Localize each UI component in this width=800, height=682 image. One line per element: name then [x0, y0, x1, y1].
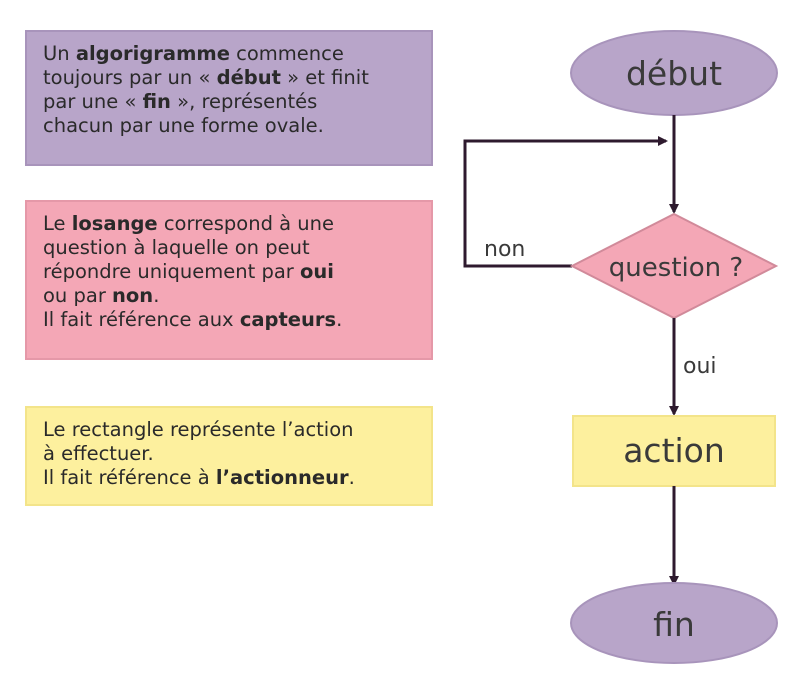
- text-segment: Un: [43, 42, 76, 65]
- text-segment: correspond à une: [157, 212, 335, 235]
- text-segment: à effectuer.: [43, 442, 154, 465]
- text-segment: » et finit: [280, 66, 369, 89]
- text-segment: Il fait référence aux: [43, 308, 240, 331]
- arrow-no-loop: [463, 136, 668, 268]
- bold-term: début: [216, 66, 281, 89]
- text-line: toujours par un « début » et finit: [43, 66, 417, 90]
- bold-term: losange: [71, 212, 158, 235]
- text-segment: commence: [229, 42, 344, 65]
- text-segment: », représentés: [170, 90, 318, 113]
- text-segment: chacun par une forme ovale.: [43, 114, 324, 137]
- bold-term: non: [112, 284, 154, 307]
- no-label: non: [484, 237, 525, 262]
- text-segment: toujours par un «: [43, 66, 217, 89]
- yes-label: oui: [683, 354, 717, 379]
- text-line: Il fait référence à l’actionneur.: [43, 466, 417, 490]
- text-segment: .: [336, 308, 343, 331]
- action-label: action: [623, 431, 725, 470]
- text-segment: répondre uniquement par: [43, 260, 301, 283]
- text-segment: Le rectangle représente l’action: [43, 418, 354, 441]
- text-line: chacun par une forme ovale.: [43, 114, 417, 138]
- text-line: Le losange correspond à une: [43, 212, 417, 236]
- bold-term: fin: [142, 90, 171, 113]
- text-line: ou par non.: [43, 284, 417, 308]
- text-segment: Il fait référence à: [43, 466, 216, 489]
- text-line: à effectuer.: [43, 442, 417, 466]
- text-line: répondre uniquement par oui: [43, 260, 417, 284]
- text-segment: ou par: [43, 284, 113, 307]
- start-label: début: [626, 54, 722, 93]
- end-label: fin: [653, 605, 695, 644]
- action-rectangle: [572, 415, 776, 487]
- text-segment: .: [153, 284, 160, 307]
- text-line: Un algorigramme commence: [43, 42, 417, 66]
- text-segment: par une «: [43, 90, 143, 113]
- bold-term: l’actionneur: [215, 466, 349, 489]
- text-segment: Le: [43, 212, 72, 235]
- text-segment: .: [348, 466, 355, 489]
- question-label: question ?: [609, 253, 743, 283]
- text-line: Il fait référence aux capteurs.: [43, 308, 417, 332]
- text-line: Le rectangle représente l’action: [43, 418, 417, 442]
- text-line: question à laquelle on peut: [43, 236, 417, 260]
- bold-term: capteurs: [239, 308, 337, 331]
- text-segment: question à laquelle on peut: [43, 236, 310, 259]
- bold-term: oui: [300, 260, 334, 283]
- bold-term: algorigramme: [75, 42, 230, 65]
- end-oval: [570, 582, 778, 664]
- text-line: par une « fin », représentés: [43, 90, 417, 114]
